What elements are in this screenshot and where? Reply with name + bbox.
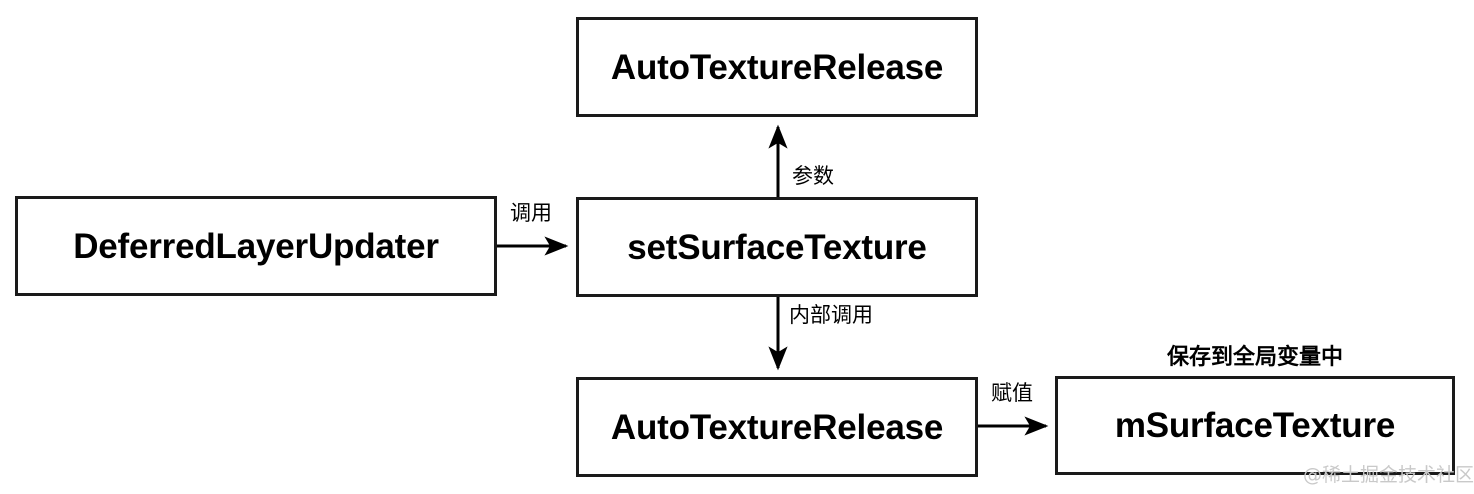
edge-label-call: 调用 — [510, 202, 552, 225]
node-m-surface-texture[interactable]: mSurfaceTexture — [1055, 376, 1455, 475]
caption-global-variable: 保存到全局变量中 — [1166, 344, 1343, 369]
node-label: AutoTextureRelease — [610, 47, 944, 87]
node-deferred-layer-updater[interactable]: DeferredLayerUpdater — [15, 196, 497, 296]
watermark: @稀土掘金技术社区 — [1303, 464, 1474, 486]
node-auto-texture-release-bottom[interactable]: AutoTextureRelease — [576, 377, 978, 477]
node-set-surface-texture[interactable]: setSurfaceTexture — [576, 197, 978, 297]
node-label: mSurfaceTexture — [1114, 406, 1396, 445]
node-label: AutoTextureRelease — [610, 407, 944, 447]
node-label: DeferredLayerUpdater — [73, 226, 439, 266]
node-auto-texture-release-top[interactable]: AutoTextureRelease — [576, 17, 978, 117]
edge-label-internal-call: 内部调用 — [789, 304, 873, 327]
edge-label-assign: 赋值 — [991, 382, 1033, 405]
node-label: setSurfaceTexture — [627, 227, 927, 267]
edge-label-param: 参数 — [792, 165, 834, 188]
